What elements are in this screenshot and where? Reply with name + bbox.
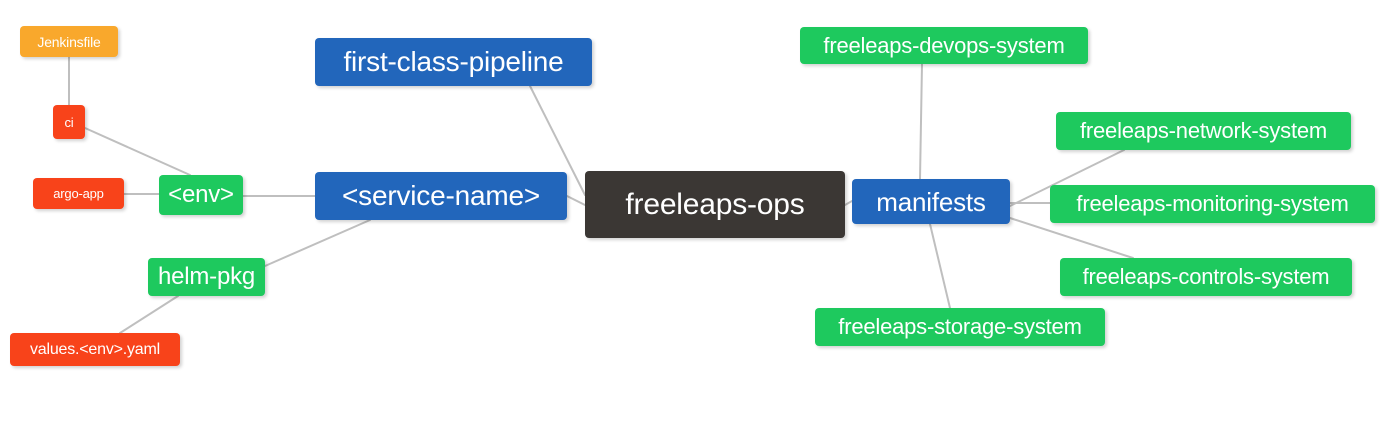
node-freeleaps-monitoring-system[interactable]: freeleaps-monitoring-system (1050, 185, 1375, 223)
node-service-name[interactable]: <service-name> (315, 172, 567, 220)
node-jenkinsfile[interactable]: Jenkinsfile (20, 26, 118, 57)
node-values-env-yaml[interactable]: values.<env>.yaml (10, 333, 180, 366)
node-freeleaps-network-system[interactable]: freeleaps-network-system (1056, 112, 1351, 150)
edge-freeleaps-ops-to-service-name (566, 195, 586, 206)
node-helm-pkg[interactable]: helm-pkg (148, 258, 265, 296)
node-manifests[interactable]: manifests (852, 179, 1010, 224)
node-first-class-pipeline[interactable]: first-class-pipeline (315, 38, 592, 86)
edge-service-name-to-helm-pkg (264, 219, 371, 267)
edge-manifests-to-freeleaps-controls-system (1009, 217, 1134, 259)
edge-freeleaps-ops-to-manifests (844, 200, 853, 206)
edge-manifests-to-freeleaps-storage-system (929, 223, 951, 309)
node-freeleaps-ops[interactable]: freeleaps-ops (585, 171, 845, 238)
node-env[interactable]: <env> (159, 175, 243, 215)
edge-manifests-to-freeleaps-devops-system (919, 63, 923, 180)
node-freeleaps-storage-system[interactable]: freeleaps-storage-system (815, 308, 1105, 346)
node-freeleaps-devops-system[interactable]: freeleaps-devops-system (800, 27, 1088, 64)
node-argo-app[interactable]: argo-app (33, 178, 124, 209)
edge-helm-pkg-to-values-env-yaml (119, 295, 179, 334)
node-freeleaps-controls-system[interactable]: freeleaps-controls-system (1060, 258, 1352, 296)
edge-env-to-ci (84, 127, 191, 176)
node-ci[interactable]: ci (53, 105, 85, 139)
